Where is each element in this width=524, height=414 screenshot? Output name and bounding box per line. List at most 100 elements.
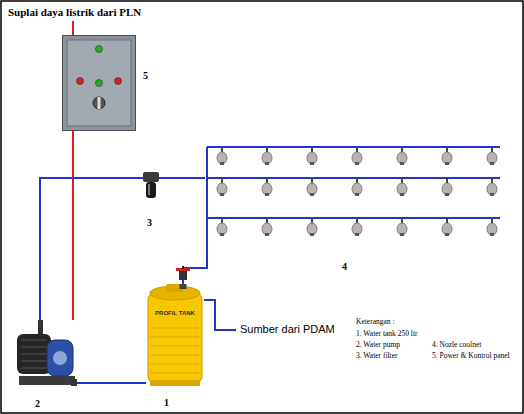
nozzle-head (397, 218, 407, 236)
nozzle-tip (490, 233, 494, 236)
water-pipe (77, 382, 146, 384)
nozzle-stem (311, 218, 313, 223)
pdam-pipe (204, 300, 236, 330)
tank-rib (150, 345, 200, 346)
legend-note: 3. Water filter (356, 352, 398, 360)
pump-base (19, 376, 75, 385)
pump-outlet (38, 320, 43, 336)
nozzle-stem (311, 147, 313, 152)
panel-door (67, 40, 131, 126)
nozzle-body (262, 183, 272, 195)
power-cable (72, 131, 74, 320)
nozzle-head (397, 147, 407, 165)
nozzle-body (307, 223, 317, 235)
branch-pipe (207, 146, 500, 148)
nozzle-head (307, 147, 317, 165)
branch-pipe (207, 217, 500, 219)
nozzle-head (442, 147, 452, 165)
nozzle-tip (220, 193, 224, 196)
legend-note: 5. Power & Kontrol panel (432, 352, 510, 360)
tank-rib (150, 372, 200, 373)
nozzle-tip (400, 233, 404, 236)
tank-rib (150, 336, 200, 337)
nozzle-body (217, 183, 227, 195)
water-pump: 2 (15, 320, 77, 388)
nozzle-tip (310, 162, 314, 165)
callout-number: 5 (143, 71, 148, 81)
nozzle-head (487, 147, 497, 165)
nozzle-head (217, 178, 227, 196)
indicator-lamp (96, 80, 103, 87)
legend-note: 4. Nozle coolnet (432, 341, 481, 349)
callout-number: 3 (147, 218, 152, 228)
nozzle-stem (446, 218, 448, 223)
pump-housing (47, 340, 73, 376)
nozzle-stem (266, 178, 268, 183)
nozzle-head (487, 218, 497, 236)
nozzle-body (352, 223, 362, 235)
manifold-pipe (206, 147, 208, 246)
nozzle-stem (356, 147, 358, 152)
water-pipe (162, 177, 205, 179)
nozzle-head (217, 218, 227, 236)
motor-fin (21, 368, 47, 369)
water-pipe (40, 178, 140, 320)
nozzle-tip (445, 233, 449, 236)
nozzle-head (397, 178, 407, 196)
callout-number: 1 (164, 398, 169, 408)
water-filter: 3 (140, 160, 162, 200)
tank-fitting (180, 284, 187, 289)
nozzle-head (262, 147, 272, 165)
nozzle-head (307, 218, 317, 236)
nozzle-stem (221, 218, 223, 223)
tank-base (150, 380, 200, 386)
ball-valve (176, 266, 190, 280)
nozzle-tip (400, 162, 404, 165)
nozzle-head (487, 178, 497, 196)
nozzle-array-drawing (205, 138, 505, 246)
motor-fin (21, 347, 47, 348)
nozzle-head (442, 178, 452, 196)
nozzle-tip (445, 193, 449, 196)
nozzle-body (352, 183, 362, 195)
nozzle-stem (491, 218, 493, 223)
nozzle-stem (266, 147, 268, 152)
control-panel-drawing (62, 35, 136, 131)
nozzle-body (262, 223, 272, 235)
nozzle-body (397, 152, 407, 164)
brand-text: PROFIL TANK (155, 310, 195, 316)
tank-rib (150, 354, 200, 355)
source-label: Sumber dari PDAM (240, 323, 335, 335)
selector-switch (93, 97, 105, 109)
nozzle-tip (355, 162, 359, 165)
nozzle-stem (356, 218, 358, 223)
motor-fin (21, 361, 47, 362)
nozzle-tip (265, 193, 269, 196)
nozzle-stem (356, 178, 358, 183)
nozzle-head (262, 178, 272, 196)
panel-housing (63, 36, 136, 131)
nozzle-tip (220, 162, 224, 165)
nozzle-body (307, 183, 317, 195)
nozzle-tip (445, 162, 449, 165)
pump-inlet (71, 379, 77, 386)
water-tank-drawing (146, 284, 204, 388)
nozzle-tip (400, 193, 404, 196)
nozzle-tip (355, 193, 359, 196)
nozzle-head (352, 218, 362, 236)
nozzle-stem (446, 178, 448, 183)
water-filter-drawing (140, 160, 162, 200)
indicator-lamp (115, 78, 122, 85)
nozzle-body (217, 152, 227, 164)
water-tank: PROFIL TANK1 (146, 284, 204, 388)
nozzle-array: 4 (205, 138, 505, 246)
nozzle-tip (220, 233, 224, 236)
indicator-lamp (77, 78, 84, 85)
nozzle-stem (266, 218, 268, 223)
nozzle-body (217, 223, 227, 235)
nozzle-stem (401, 218, 403, 223)
diagram-title: Suplai daya listrik dari PLN (8, 7, 141, 18)
nozzle-tip (490, 162, 494, 165)
